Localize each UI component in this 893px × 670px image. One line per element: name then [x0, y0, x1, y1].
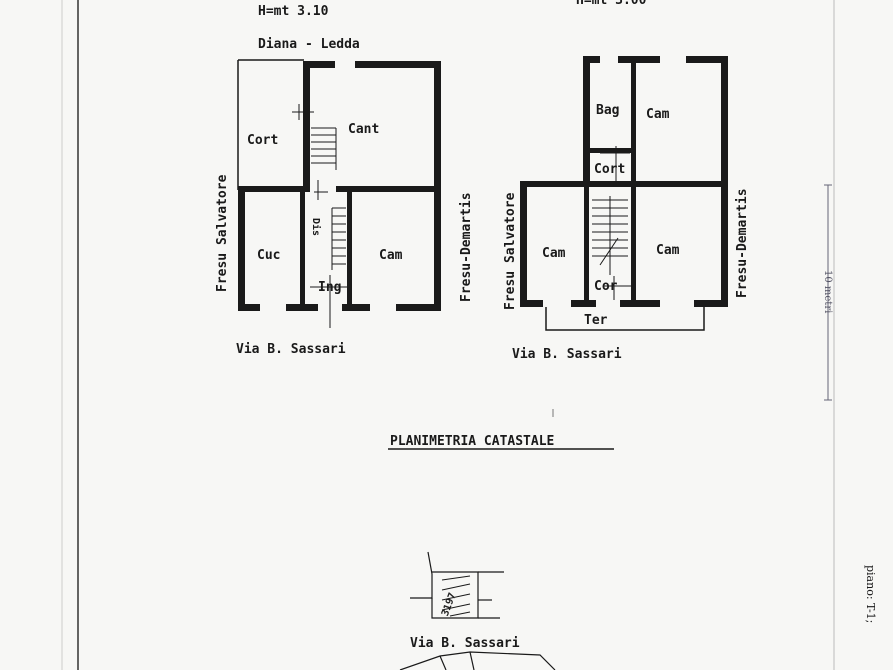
room-cant: Cant: [348, 122, 380, 137]
room-bag: Bag: [596, 103, 620, 118]
plan-2-street: Via B. Sassari: [512, 347, 622, 362]
cadastral-map: [399, 551, 556, 670]
room-ter: Ter: [584, 313, 608, 328]
scale-label: 10 metri: [822, 270, 833, 314]
plan-2-first-floor: [520, 56, 728, 331]
plan-1-right-neighbor: Fresu-Demartis: [459, 192, 474, 302]
room-cam-left: Cam: [542, 246, 566, 261]
room-ing: Ing: [318, 280, 342, 295]
plan-1-street: Via B. Sassari: [236, 342, 346, 357]
section-title: PLANIMETRIA CATASTALE: [390, 434, 555, 449]
room-cam-top: Cam: [646, 107, 670, 122]
room-cam: Cam: [379, 248, 403, 263]
room-cort: Cort: [247, 133, 279, 148]
plan-2-height: H=mt 3.00: [576, 0, 647, 8]
plan-1-left-neighbor: Fresu Salvatore: [215, 174, 230, 292]
plan-1-ground-floor: [237, 59, 441, 328]
floor-note: piano: T-1;: [864, 565, 877, 624]
room-cort-2: Cort: [594, 162, 626, 177]
cadastral-street: Via B. Sassari: [410, 636, 520, 651]
plan-2-left-neighbor: Fresu Salvatore: [503, 192, 518, 310]
room-cuc: Cuc: [257, 248, 281, 263]
scale-bar: [824, 184, 832, 401]
plan-1-top-neighbor: Diana - Ledda: [258, 37, 360, 52]
room-dis: Dis: [310, 218, 321, 237]
room-cor: Cor: [594, 279, 618, 294]
plan-2-right-neighbor: Fresu-Demartis: [735, 188, 750, 298]
room-cam-right: Cam: [656, 243, 680, 258]
plan-1-height: H=mt 3.10: [258, 4, 329, 19]
